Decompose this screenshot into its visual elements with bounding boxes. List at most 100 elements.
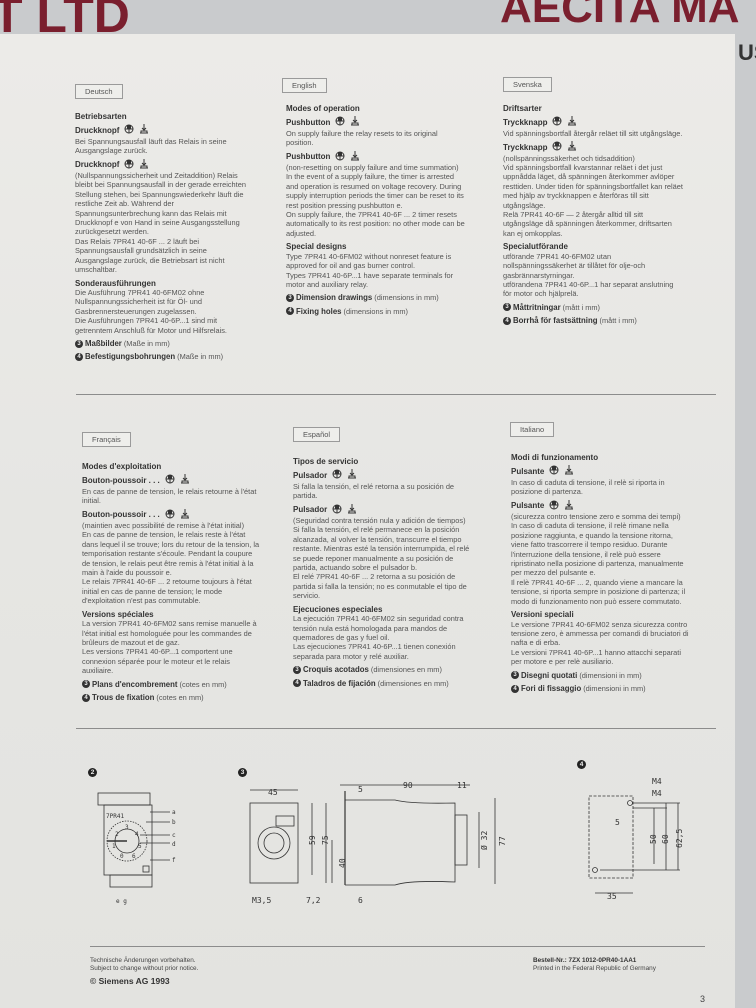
background-watermark-edge: US	[738, 40, 756, 65]
pushbutton-icon	[350, 116, 360, 128]
mode-title-text: Druckknopf	[75, 125, 120, 135]
paragraph: Vid spänningsbortfall återgår reläet til…	[503, 128, 683, 138]
figure-reference-units: (dimensiones en mm)	[370, 665, 442, 675]
globe-hold-icon	[165, 509, 175, 521]
copyright: © Siemens AG 1993	[90, 976, 170, 987]
figure-reference-units: (mått i mm)	[562, 302, 601, 312]
paragraph: utförande 7PR41 40-6FM02 utan nollspänni…	[503, 251, 646, 280]
figure-reference-units: (mått i mm)	[599, 316, 637, 326]
mode-title: Druckknopf	[75, 124, 255, 136]
paragraph: La ejecución 7PR41 40-6FM02 sin segurida…	[293, 614, 464, 642]
paragraph: In caso di caduta di tensione, il relè r…	[511, 521, 684, 578]
figure-reference-units: (dimensiones en mm)	[377, 678, 449, 688]
globe-hold-icon	[335, 151, 345, 163]
section-heading: Tipos de servicio	[293, 457, 359, 466]
figure-reference-units: (cotes en mm)	[179, 679, 227, 689]
footer-left: Technische Änderungen vorbehalten. Subje…	[90, 957, 198, 986]
language-tab-5: Italiano	[510, 422, 555, 437]
special-designs-title: Sonderausführungen	[75, 278, 156, 288]
mode-title-text: Pulsante	[511, 501, 545, 511]
language-tab-3: Français	[82, 432, 131, 447]
figure-reference-units: (Maße in mm)	[177, 352, 224, 362]
figure-reference-title: Croquis acotados	[303, 665, 369, 675]
section-heading: Modi di funzionamento	[511, 453, 599, 462]
figure-reference-units: (dimensioni in mm)	[583, 683, 646, 693]
figure-reference-units: (dimensioni in mm)	[579, 670, 642, 680]
figure-number-badge: 4	[503, 316, 511, 325]
pushbutton-icon	[567, 116, 577, 128]
paragraph: (sicurezza contro tensione zero e somma …	[511, 512, 681, 522]
pushbutton-icon	[350, 150, 360, 163]
figure-reference-title: Trous de fixation	[92, 692, 155, 702]
figure-number-badge: 4	[511, 684, 519, 693]
section-heading: Modes of operation	[286, 104, 360, 113]
pushbutton-icon	[139, 158, 149, 171]
pushbutton-icon	[180, 508, 190, 521]
paragraph: On supply failure, the 7PR41 40-6F ... 2…	[286, 210, 465, 238]
language-tab-1: English	[282, 78, 327, 93]
paragraph: On supply failure the relay resets to it…	[286, 128, 438, 148]
mode-title: Pulsante	[511, 499, 691, 512]
globe-hold-icon	[552, 141, 562, 153]
mode-title-text: Pulsante	[511, 466, 545, 476]
mode-title: Pushbutton	[286, 116, 466, 128]
mode-title: Druckknopf	[75, 158, 255, 171]
language-tab-4: Español	[293, 427, 341, 442]
special-designs-title: Special designs	[286, 242, 347, 252]
special-designs-title: Versioni speciali	[511, 610, 574, 620]
paragraph: Le versioni 7PR41 40-6P...1 hanno attacc…	[511, 647, 681, 667]
figure-number-badge: 3	[286, 294, 294, 303]
figure-reference-title: Borrhå för fastsättning	[513, 316, 598, 326]
pushbutton-icon	[180, 474, 190, 486]
section-heading: Modes d'exploitation	[82, 462, 162, 471]
paragraph: (non-resetting on supply failure and tim…	[286, 163, 459, 173]
globe-reset-icon	[335, 116, 345, 128]
divider-footer	[90, 946, 705, 947]
figure-reference-units: (dimensions in mm)	[343, 306, 408, 316]
paragraph: (nollspänningssäkerhet och tidsaddition)	[503, 153, 635, 163]
paragraph: Les versions 7PR41 40-6P...1 comportent …	[82, 647, 233, 676]
paragraph: Relä 7PR41 40-6F — 2 återgår alltid till…	[503, 210, 672, 238]
paragraph: (Seguridad contra tensión nula y adición…	[293, 516, 470, 573]
globe-reset-icon	[332, 469, 342, 481]
paragraph: Le versione 7PR41 40-6FM02 senza sicurez…	[511, 619, 689, 648]
globe-reset-icon	[552, 116, 562, 128]
paragraph: Die Ausführung 7PR41 40-6FM02 ohne Nulls…	[75, 287, 205, 316]
paragraph: Il relè 7PR41 40-6F ... 2, quando viene …	[511, 577, 686, 606]
mode-title: Pushbutton	[286, 150, 466, 163]
figure-2-number: 2	[88, 768, 97, 777]
figure-number-badge: 4	[75, 353, 83, 362]
figure-reference-title: Fixing holes	[296, 306, 342, 316]
mode-title-text: Tryckknapp	[503, 142, 548, 152]
figure-number-badge: 3	[511, 671, 519, 680]
language-tab-2: Svenska	[503, 77, 552, 92]
figure-number-badge: 4	[286, 307, 294, 316]
paragraph: En cas de panne de tension, le relais re…	[82, 486, 257, 506]
divider-middle	[76, 394, 716, 395]
mode-title: Pulsador	[293, 503, 473, 516]
paragraph: Vid spänningsbortfall kvarstannar reläet…	[503, 163, 683, 210]
paragraph: (maintien avec possibilité de remise à l…	[82, 521, 245, 531]
mode-title: Pulsante	[511, 465, 691, 477]
figure-number-badge: 3	[293, 665, 301, 674]
special-designs-title: Ejecuciones especiales	[293, 604, 383, 614]
paragraph: Si falla la tensión, el relé retorna a s…	[293, 481, 455, 501]
globe-reset-icon	[124, 124, 134, 136]
figure-reference-title: Plans d'encombrement	[92, 679, 178, 689]
figure-reference-title: Dimension drawings	[296, 293, 373, 303]
figure-reference-units: (dimensions in mm)	[374, 293, 439, 303]
mode-title-text: Bouton-poussoir . . .	[82, 510, 160, 520]
pushbutton-icon	[347, 503, 357, 516]
pushbutton-icon	[567, 141, 577, 153]
